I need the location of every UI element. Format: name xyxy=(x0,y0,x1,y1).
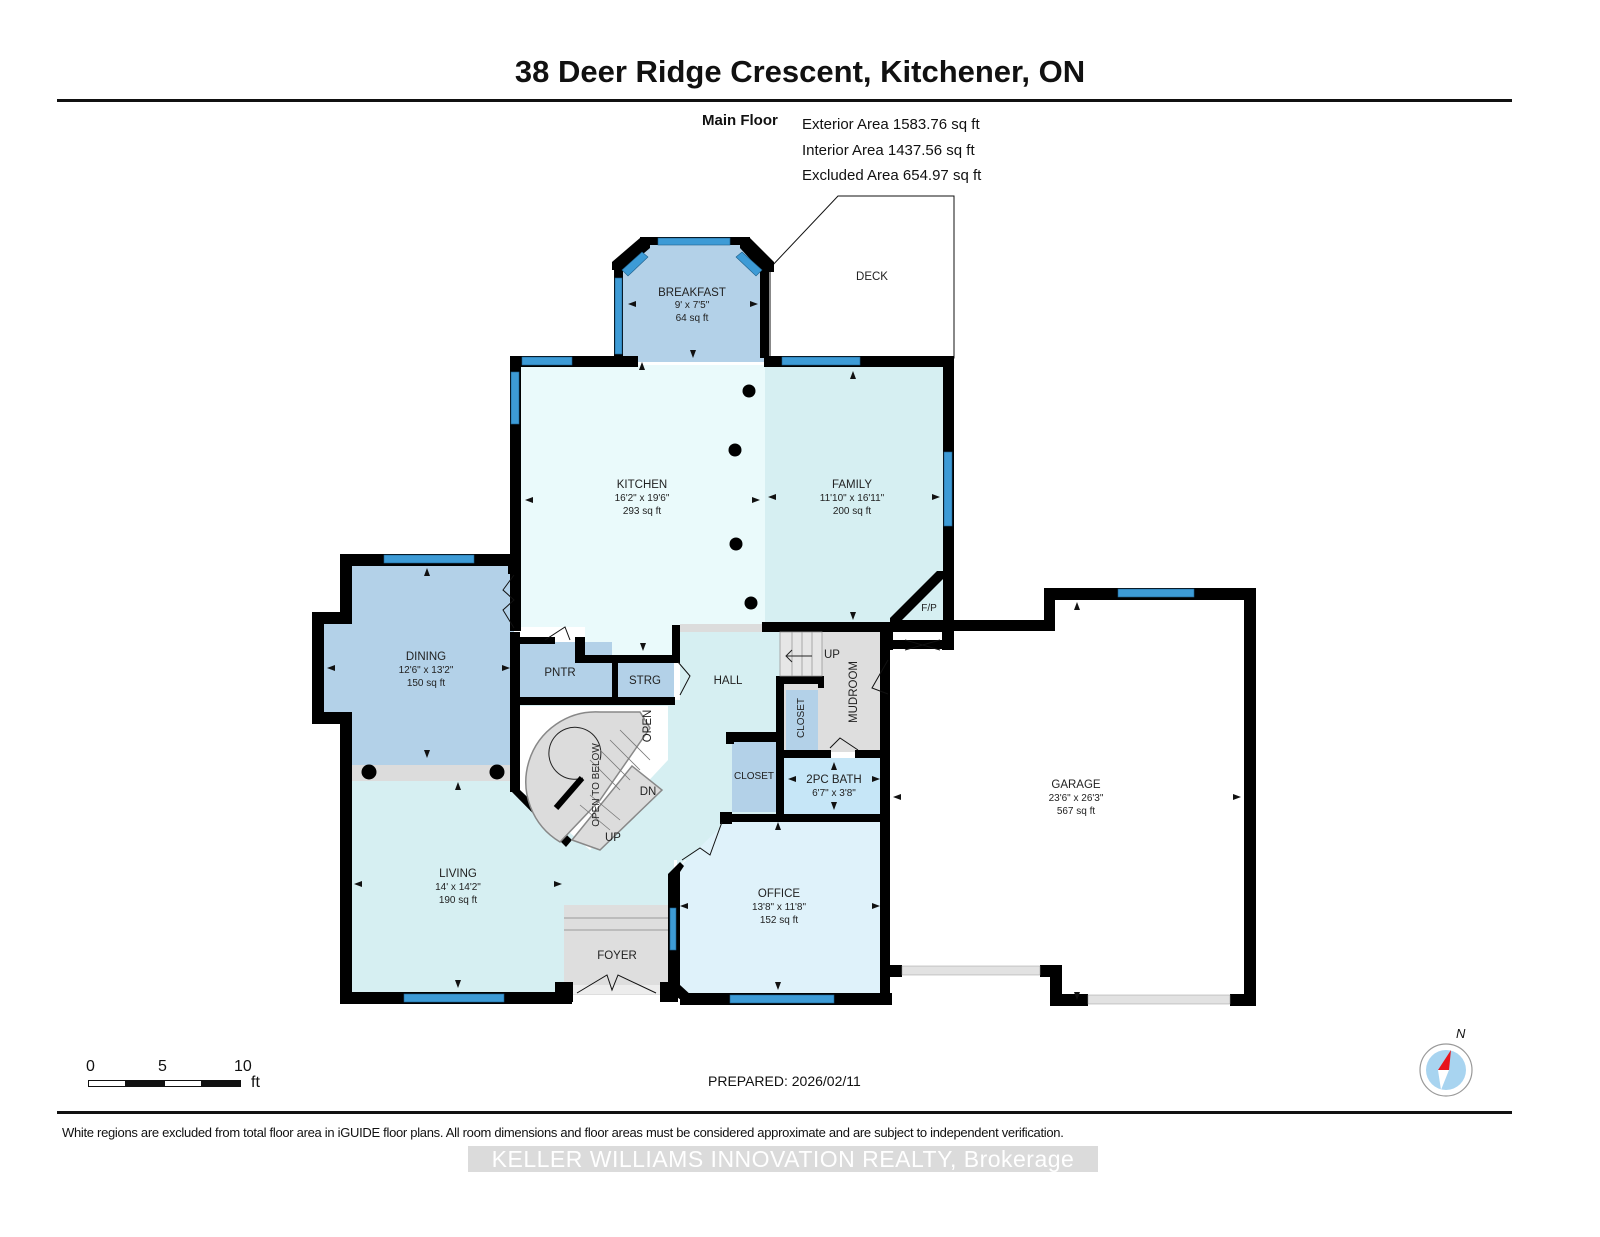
hall-area xyxy=(680,628,780,740)
garage-side-opening xyxy=(901,965,1041,976)
family-label: FAMILY xyxy=(832,479,872,491)
garage-area: 567 sq ft xyxy=(1057,806,1096,817)
bath-dims: 6'7" x 3'8" xyxy=(812,788,856,799)
up-arrow-icon xyxy=(785,649,812,663)
dining-dims: 12'6" x 13'2" xyxy=(399,665,454,676)
foyer-label: FOYER xyxy=(597,950,637,962)
scale-unit: ft xyxy=(251,1074,260,1091)
living-label: LIVING xyxy=(439,868,477,880)
mudroom-stairs xyxy=(779,631,823,677)
breakfast-dims: 9' x 7'5" xyxy=(675,300,710,311)
closet-mudroom xyxy=(786,690,818,750)
mudroom-stairs-up-label: UP xyxy=(824,649,840,661)
excluded-area: Excluded Area 654.97 sq ft xyxy=(802,167,982,184)
hall-label: HALL xyxy=(714,675,743,687)
scale-label-5: 5 xyxy=(158,1058,167,1075)
mudroom-label: MUDROOM xyxy=(848,661,860,723)
exterior-area: Exterior Area 1583.76 sq ft xyxy=(802,116,980,133)
dining-living-opening xyxy=(349,765,514,781)
open-to-below-label: OPEN TO BELOW xyxy=(591,743,602,827)
family-room xyxy=(765,365,947,627)
dining-label: DINING xyxy=(406,651,446,663)
living-dims: 14' x 14'2" xyxy=(435,882,481,893)
area-summary: Exterior Area 1583.76 sq ft Interior Are… xyxy=(802,112,981,189)
floor-label: Main Floor xyxy=(702,112,778,129)
pantry-room xyxy=(520,642,612,698)
garage-door-bottom xyxy=(1087,994,1231,1005)
garage-dims: 23'6" x 26'3" xyxy=(1049,793,1104,804)
spiral-staircase xyxy=(525,711,664,851)
disclaimer-text: White regions are excluded from total fl… xyxy=(62,1125,1064,1140)
kitchen-label: KITCHEN xyxy=(617,479,667,491)
scale-label-10: 10 xyxy=(234,1058,252,1075)
breakfast-label: BREAKFAST xyxy=(658,287,726,299)
bath-label: 2PC BATH xyxy=(806,774,861,786)
compass-north-label: N xyxy=(1456,1026,1466,1041)
pntr-label: PNTR xyxy=(544,667,575,679)
open-label: OPEN xyxy=(642,710,654,743)
kitchen-dims: 16'2" x 19'6" xyxy=(615,493,670,504)
office-dims: 13'8" x 11'8" xyxy=(752,902,807,913)
kitchen-room xyxy=(520,365,765,627)
foyer-door-opening xyxy=(573,985,660,994)
footer-divider xyxy=(57,1111,1512,1114)
brokerage-watermark: KELLER WILLIAMS INNOVATION REALTY, Broke… xyxy=(468,1146,1098,1172)
fp-label: F/P xyxy=(921,603,937,614)
family-area: 200 sq ft xyxy=(833,506,872,517)
breakfast-room xyxy=(618,244,766,362)
compass-needle-icon xyxy=(1438,1050,1451,1070)
compass: N xyxy=(1418,1026,1478,1098)
deck-area xyxy=(769,195,955,359)
deck-label: DECK xyxy=(856,271,888,283)
kitchen-area: 293 sq ft xyxy=(623,506,662,517)
closet-hall-label: CLOSET xyxy=(734,771,774,782)
office-label: OFFICE xyxy=(758,888,800,900)
kitchen-hall-opening xyxy=(680,624,762,632)
strg-label: STRG xyxy=(629,675,661,687)
columns xyxy=(361,384,758,780)
page-title: 38 Deer Ridge Crescent, Kitchener, ON xyxy=(514,54,1086,89)
scale-seg-1 xyxy=(88,1080,126,1087)
scale-bar: 0 5 10 ft xyxy=(86,1058,286,1098)
closet-mudroom-label: CLOSET xyxy=(796,698,807,738)
interior-area: Interior Area 1437.56 sq ft xyxy=(802,141,975,159)
family-dims: 11'10" x 16'11" xyxy=(820,493,885,504)
office-room xyxy=(676,818,884,996)
title-divider xyxy=(57,99,1512,102)
prepared-date: PREPARED: 2026/02/11 xyxy=(708,1073,861,1089)
scale-label-0: 0 xyxy=(86,1058,95,1075)
living-area: 190 sq ft xyxy=(439,895,478,906)
scale-seg-3 xyxy=(164,1080,202,1087)
dining-area: 150 sq ft xyxy=(407,678,446,689)
stairs-up-label: UP xyxy=(605,832,621,844)
storage-room xyxy=(616,660,674,698)
dining-room xyxy=(320,562,514,765)
stairs-dn-label: DN xyxy=(640,786,657,798)
dimension-markers xyxy=(327,301,1241,1000)
office-area: 152 sq ft xyxy=(760,915,799,926)
scale-seg-4 xyxy=(201,1080,241,1087)
garage-label: GARAGE xyxy=(1051,779,1101,791)
closet-hall xyxy=(732,742,776,812)
breakfast-area: 64 sq ft xyxy=(676,313,709,324)
doors xyxy=(502,574,941,994)
scale-seg-2 xyxy=(125,1080,165,1087)
windows xyxy=(383,237,1195,1004)
mudroom-stair-treads xyxy=(791,632,813,676)
